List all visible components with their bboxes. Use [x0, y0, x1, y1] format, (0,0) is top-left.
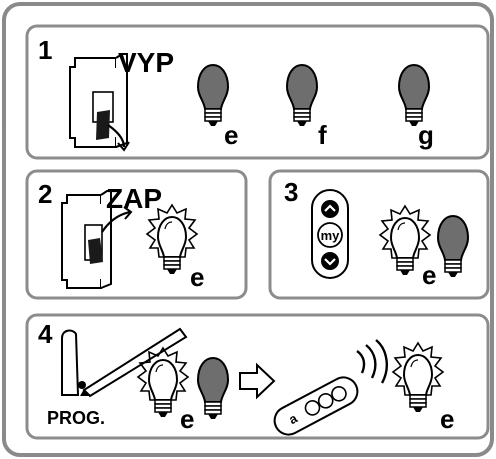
switch-off-label: VYP — [118, 47, 175, 78]
remote-keypad-icon — [311, 189, 349, 279]
prog-button-icon — [78, 381, 86, 389]
chevron-up-icon — [321, 200, 339, 218]
bulb-label-f: f — [318, 120, 327, 150]
chevron-down-icon — [321, 252, 339, 270]
bulb-label-e: e — [224, 120, 239, 150]
step-3-number: 3 — [284, 177, 299, 207]
bulb-label-e: e — [180, 404, 195, 434]
my-button-label: my — [321, 228, 341, 243]
step-1-number: 1 — [38, 35, 53, 65]
prog-label: PROG. — [47, 408, 106, 428]
circuit-breaker-icon — [61, 190, 112, 289]
bulb-label-e: e — [440, 404, 455, 434]
bulb-label-g: g — [418, 120, 434, 150]
bulb-label-e: e — [190, 262, 205, 292]
turn-down-arrow-icon — [107, 124, 126, 148]
my-button-icon — [317, 222, 343, 248]
turn-up-arrow-icon — [101, 210, 131, 233]
pen-icon — [80, 327, 188, 398]
handheld-remote-icon: a — [273, 376, 359, 436]
step-2-number: 2 — [38, 179, 53, 209]
panel-1 — [25, 24, 490, 160]
switch-on-label: ZAP — [106, 183, 162, 214]
receiver-module-icon — [61, 329, 86, 396]
radio-waves-icon — [356, 339, 388, 384]
step-4-number: 4 — [38, 319, 53, 349]
bulb-label-e: e — [422, 260, 437, 290]
arrow-right-icon — [239, 362, 276, 400]
